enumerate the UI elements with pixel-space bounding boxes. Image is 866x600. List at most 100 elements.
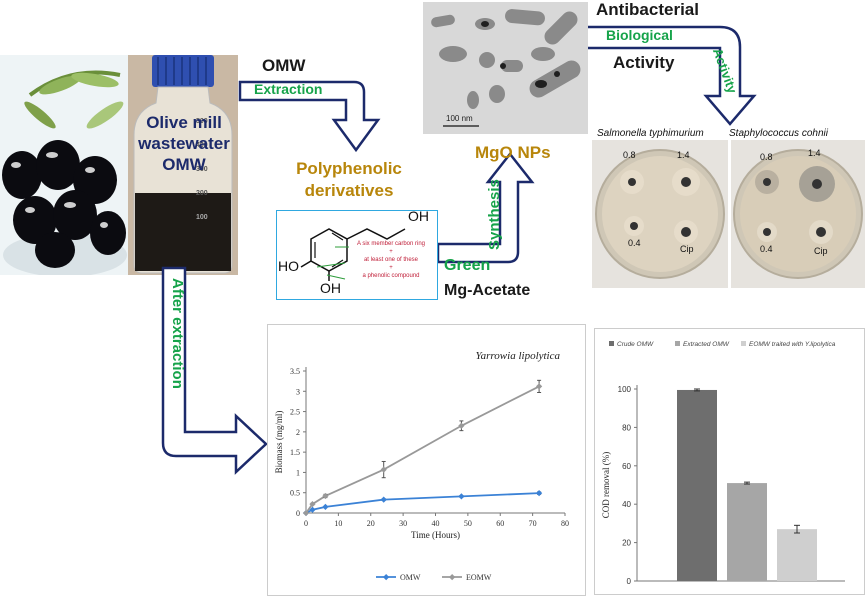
data-point: [458, 422, 465, 429]
antibacterial-label: Antibacterial: [596, 0, 699, 19]
y-axis-label: COD removal (%): [601, 452, 611, 518]
molecule-note: A six member carbon ring: [356, 241, 426, 247]
beaker-mark: 200: [196, 190, 208, 197]
data-point: [535, 383, 543, 390]
beaker-mark: 500: [196, 118, 208, 125]
polyphenolic-line: derivatives: [304, 181, 394, 200]
extraction-arrow: [238, 80, 381, 153]
y-tick-label: 100: [618, 385, 632, 394]
legend-label: EOMW traited with Y.lipolytica: [749, 341, 836, 348]
legend-swatch: [609, 341, 614, 346]
x-tick-label: 10: [334, 519, 342, 528]
molecule-note: at least one of these: [363, 257, 419, 263]
molecule-notes: A six member carbon ring + at least one …: [348, 240, 434, 280]
legend-swatch: [741, 341, 746, 346]
molecule-oh-left: HO: [278, 258, 299, 274]
y-tick-label: 40: [622, 500, 631, 509]
bar: [677, 389, 717, 581]
staph-label: Staphylococcus cohnii: [729, 128, 828, 139]
x-tick-label: 60: [496, 519, 504, 528]
y-tick-label: 80: [622, 423, 631, 432]
polyphenolic-line: Polyphenolic: [296, 159, 402, 178]
synthesis-arrow: [436, 151, 535, 264]
y-tick-label: 0: [296, 509, 300, 518]
bar: [777, 529, 817, 581]
legend-label: OMW: [400, 573, 421, 582]
biological-label: Biological: [606, 27, 673, 43]
plate-b-label: Cip: [814, 246, 828, 256]
data-point: [380, 496, 387, 503]
x-tick-label: 40: [432, 519, 440, 528]
synthesis-label: Synthesis: [486, 179, 503, 250]
molecule-note: +: [389, 265, 393, 271]
data-point: [535, 490, 543, 497]
molecule-oh-top: OH: [408, 208, 429, 224]
mg-acetate-label: Mg-Acetate: [444, 282, 531, 299]
tem-image: [423, 2, 588, 134]
y-tick-label: 1.5: [290, 448, 300, 457]
green-label: Green: [444, 257, 491, 274]
y-tick-label: 2: [296, 428, 300, 437]
y-tick-label: 3: [296, 387, 300, 396]
data-point: [322, 503, 329, 511]
molecule-note: a phenolic compound: [362, 273, 420, 279]
olive-title-line: wastewater: [138, 134, 230, 153]
data-point: [380, 466, 387, 473]
cod-chart-svg: Crude OMW Extracted OMW EOMW traited with …: [601, 341, 845, 586]
legend-marker: [449, 574, 456, 581]
plate-b-label: 0.4: [760, 244, 773, 254]
extraction-label: Extraction: [254, 81, 323, 97]
legend-label: Extracted OMW: [683, 341, 730, 348]
molecule-box: [276, 210, 438, 300]
x-tick-label: 50: [464, 519, 472, 528]
y-tick-label: 0: [627, 577, 632, 586]
chart-title: Yarrowia lipolytica: [476, 350, 561, 362]
beaker-mark: 400: [196, 142, 208, 149]
activity-label: Activity: [613, 53, 675, 72]
data-point: [309, 500, 316, 508]
bar: [727, 483, 767, 581]
y-tick-label: 20: [622, 539, 631, 548]
y-tick-label: 0.5: [290, 489, 300, 498]
y-axis-label: Biomass (mg/ml): [274, 411, 284, 474]
beaker-mark: 300: [196, 166, 208, 173]
antibacterial-arrow: [584, 25, 757, 126]
x-axis-label: Time (Hours): [411, 530, 460, 540]
olive-title: Olive mill wastewater OMW: [132, 112, 236, 175]
series-line-omw: [305, 492, 540, 514]
molecule-note: +: [389, 249, 393, 255]
petri-dish-salmonella: [592, 140, 728, 288]
x-tick-label: 70: [529, 519, 537, 528]
plate-a-label: 1.4: [677, 150, 690, 160]
after-extraction-label: After extraction: [169, 278, 186, 389]
plate-a-label: Cip: [680, 244, 694, 254]
cod-chart: Crude OMW Extracted OMW EOMW traited with …: [594, 328, 865, 595]
beaker-mark: 100: [196, 214, 208, 221]
olive-title-line: OMW: [162, 155, 206, 174]
olive-photo: [0, 55, 128, 277]
mgo-label: MgO NPs: [475, 143, 551, 162]
plate-a-label: 0.8: [623, 150, 636, 160]
legend-label: EOMW: [466, 573, 492, 582]
y-tick-label: 2.5: [290, 408, 300, 417]
x-tick-label: 0: [304, 519, 308, 528]
y-tick-label: 1: [296, 468, 300, 477]
polyphenolic-label: Polyphenolic derivatives: [274, 158, 424, 202]
y-tick-label: 3.5: [290, 367, 300, 376]
salmonella-label: Salmonella typhimurium: [597, 128, 704, 139]
plate-b-label: 0.8: [760, 152, 773, 162]
plate-b-label: 1.4: [808, 148, 821, 158]
omw-label: OMW: [262, 56, 306, 75]
legend-marker: [383, 574, 390, 581]
after-extraction-arrow: [161, 266, 268, 475]
plate-a-label: 0.4: [628, 238, 641, 248]
legend-label: Crude OMW: [617, 341, 654, 348]
beaker-marks: 500 400 300 200 100: [196, 118, 236, 238]
x-tick-label: 30: [399, 519, 407, 528]
legend-swatch: [675, 341, 680, 346]
tem-scale-label: 100 nm: [446, 114, 473, 123]
y-tick-label: 60: [622, 462, 631, 471]
